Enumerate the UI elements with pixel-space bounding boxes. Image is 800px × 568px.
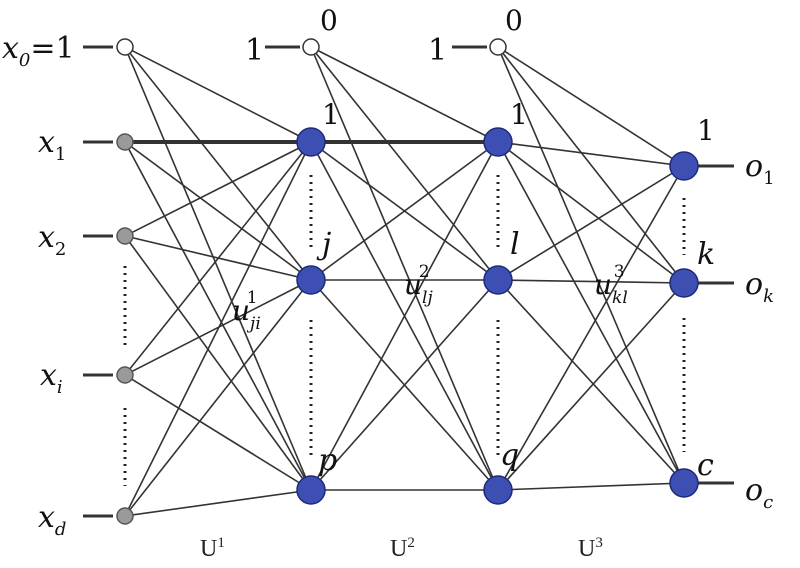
hidden2-bias-value: 1 [428,33,447,68]
edge-u2 [310,279,499,491]
edge-u3 [497,46,685,167]
hidden2-bias-node [489,38,507,56]
edge-u2 [310,46,499,281]
edge-u1 [124,141,312,376]
hidden1-bias-value: 1 [245,33,264,68]
edge-u3 [497,141,685,284]
input-node-bias [116,38,134,56]
edge-u3 [497,482,685,491]
layer-label-U3: U3 [578,535,603,562]
output-oc: oc [745,473,773,513]
input-label-x1: x1 [38,125,66,165]
weight-label-u3: ukl3 [594,262,628,308]
weight-label-u2: ulj2 [404,262,433,308]
edge-u1 [124,279,312,517]
edge-u1 [124,374,312,491]
input-node-2 [116,227,134,245]
hidden2-label-l: l [510,227,520,262]
edge-u1 [124,46,312,143]
hidden1-label-1: 1 [322,98,340,131]
edge-u2 [310,141,499,491]
hidden2-node-1 [483,265,513,295]
hidden1-node-2 [296,475,326,505]
edge-u1 [124,141,312,237]
hidden2-bias-index: 0 [505,4,523,37]
weight-label-u1: uji1 [232,288,261,334]
input-label-xi: xi [40,358,63,398]
layer-label-U1: U1 [200,535,225,562]
output-node-1 [669,268,699,298]
output-label-c: c [697,448,714,483]
input-node-3 [116,366,134,384]
input-node-4 [116,507,134,525]
hidden1-node-0 [296,127,326,157]
edge-u3 [497,165,685,281]
edge-u3 [497,141,685,484]
output-node-2 [669,468,699,498]
edge-u2 [310,46,499,143]
edge-u3 [497,279,685,284]
edge-u1 [124,489,312,517]
input-node-1 [116,133,134,151]
dotted-ellipses [123,175,686,486]
hidden1-bias-node [302,38,320,56]
hidden2-node-2 [483,475,513,505]
edge-u3 [497,279,685,484]
hidden2-label-q: q [500,438,519,473]
hidden1-bias-index: 0 [320,4,338,37]
output-node-0 [669,151,699,181]
edge-u1 [124,141,312,491]
output-ok: ok [745,267,774,307]
edge-u1 [124,46,312,281]
edge-u2 [310,141,499,281]
edge-u3 [497,282,685,491]
layer-label-U2: U2 [390,535,415,562]
edge-u1 [124,46,312,491]
edge-u3 [497,46,685,284]
hidden2-node-0 [483,127,513,157]
edge-u3 [497,165,685,491]
edge-u1 [124,235,312,491]
nodes [116,38,699,525]
output-o1: o1 [745,149,775,189]
edge-u1 [124,141,312,281]
input-label-x2: x2 [38,220,66,260]
hidden2-label-1: 1 [510,98,528,131]
edges [83,45,734,518]
hidden1-label-p: p [318,443,337,478]
input-label-xd: xd [38,500,66,540]
hidden1-label-j: j [316,227,331,262]
output-label-1: 1 [697,114,715,147]
output-label-k: k [697,237,715,272]
input-label-x0: x0=1 [2,31,75,71]
edge-u3 [497,46,685,484]
edge-u2 [310,46,499,491]
edge-u3 [497,141,685,167]
edge-u1 [124,141,312,517]
hidden1-node-1 [296,265,326,295]
